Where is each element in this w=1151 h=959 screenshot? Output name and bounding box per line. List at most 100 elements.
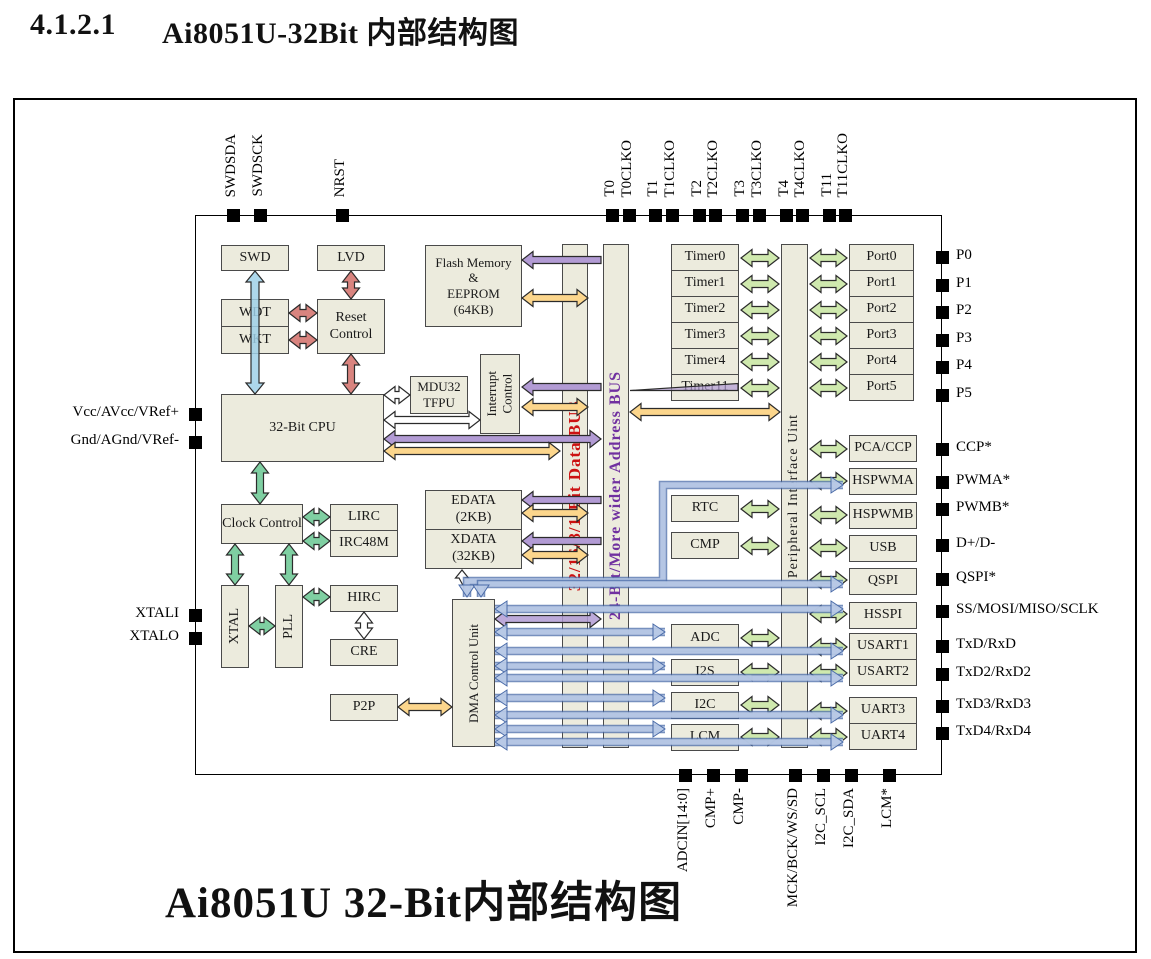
pin-t1 bbox=[648, 208, 662, 222]
pin-swdsck bbox=[253, 208, 267, 222]
pin-t4-label: T4 bbox=[776, 180, 792, 197]
pin-mck-bck-ws-sd-label: MCK/BCK/WS/SD bbox=[785, 788, 801, 908]
block-wkt: WKT bbox=[221, 326, 289, 354]
pin-t1clko bbox=[665, 208, 679, 222]
block-xtal-label: XTAL bbox=[226, 608, 242, 645]
pin-t2 bbox=[692, 208, 706, 222]
pin-qspi bbox=[935, 572, 949, 586]
pin-gnd-agnd-vref-label: Gnd/AGnd/VRef- bbox=[70, 432, 179, 448]
block-lvd: LVD bbox=[317, 245, 385, 271]
pin-ccp bbox=[935, 442, 949, 456]
pin-pwmb bbox=[935, 502, 949, 516]
pin-d-d-label: D+/D- bbox=[956, 535, 996, 551]
pin-nrst bbox=[335, 208, 349, 222]
block-lirc: LIRC bbox=[330, 504, 398, 531]
pin-cmp bbox=[734, 768, 748, 782]
pin-d-d bbox=[935, 538, 949, 552]
pin-p3 bbox=[935, 333, 949, 347]
block-timer1: Timer1 bbox=[671, 270, 739, 297]
block-mdu32-tfpu: MDU32 TFPU bbox=[410, 376, 468, 414]
pin-pwma bbox=[935, 475, 949, 489]
pin-i2c-scl-label: I2C_SCL bbox=[813, 788, 829, 846]
peripheral-interface-bar: Peripheral Interface Uint bbox=[781, 244, 808, 748]
block-port3: Port3 bbox=[849, 322, 914, 349]
section-number: 4.1.2.1 bbox=[30, 8, 116, 41]
block-timer11: Timer11 bbox=[671, 374, 739, 401]
data-bus-bar: 32/16/8/1-Bit Data BUS bbox=[562, 244, 588, 748]
pin-t0 bbox=[605, 208, 619, 222]
pin-vcc-avcc-vref-label: Vcc/AVcc/VRef+ bbox=[72, 404, 179, 420]
block-timer2: Timer2 bbox=[671, 296, 739, 323]
block-pll: PLL bbox=[275, 585, 303, 668]
chip-boundary bbox=[195, 215, 942, 775]
pin-p4 bbox=[935, 360, 949, 374]
pin-p5 bbox=[935, 388, 949, 402]
pin-t11 bbox=[822, 208, 836, 222]
pin-mck-bck-ws-sd bbox=[788, 768, 802, 782]
block-uart4: UART4 bbox=[849, 723, 917, 750]
pin-xtalo bbox=[188, 631, 202, 645]
block-timer3: Timer3 bbox=[671, 322, 739, 349]
pin-txd-rxd bbox=[935, 639, 949, 653]
pin-t4clko bbox=[795, 208, 809, 222]
block-port2: Port2 bbox=[849, 296, 914, 323]
block-port4: Port4 bbox=[849, 348, 914, 375]
block-reset-control: Reset Control bbox=[317, 299, 385, 354]
block-hspwma: HSPWMA bbox=[849, 468, 917, 495]
pin-t11clko bbox=[838, 208, 852, 222]
block-port0: Port0 bbox=[849, 244, 914, 271]
block-xdata: XDATA (32KB) bbox=[425, 529, 522, 569]
address-bus-label: 24-Bit/More wider Address BUS bbox=[607, 371, 625, 621]
block-timer0: Timer0 bbox=[671, 244, 739, 271]
pin-xtali-label: XTALI bbox=[135, 605, 179, 621]
pin-nrst-label: NRST bbox=[332, 158, 348, 197]
pin-t2-label: T2 bbox=[689, 180, 705, 197]
pin-gnd-agnd-vref bbox=[188, 435, 202, 449]
pin-cmp-label: CMP+ bbox=[703, 788, 719, 829]
pin-qspi-label: QSPI* bbox=[956, 569, 997, 585]
block-cmp: CMP bbox=[671, 532, 739, 559]
block-usart2: USART2 bbox=[849, 659, 917, 686]
block-port1: Port1 bbox=[849, 270, 914, 297]
block-pll-label: PLL bbox=[280, 614, 296, 639]
pin-p4-label: P4 bbox=[956, 357, 972, 373]
block-hspwmb: HSPWMB bbox=[849, 502, 917, 529]
pin-p2-label: P2 bbox=[956, 302, 972, 318]
pin-swdsda-label: SWDSDA bbox=[223, 133, 239, 197]
pin-t0-label: T0 bbox=[602, 180, 618, 197]
pin-txd4-rxd4-label: TxD4/RxD4 bbox=[956, 723, 1031, 739]
block-swd: SWD bbox=[221, 245, 289, 271]
block-usb: USB bbox=[849, 535, 917, 562]
pin-txd3-rxd3-label: TxD3/RxD3 bbox=[956, 696, 1031, 712]
pin-txd3-rxd3 bbox=[935, 699, 949, 713]
pin-txd2-rxd2 bbox=[935, 667, 949, 681]
pin-p1 bbox=[935, 278, 949, 292]
pin-t3-label: T3 bbox=[732, 180, 748, 197]
pin-t0clko-label: T0CLKO bbox=[619, 139, 635, 198]
pin-txd4-rxd4 bbox=[935, 726, 949, 740]
block-port5: Port5 bbox=[849, 374, 914, 401]
block-hsspi: HSSPI bbox=[849, 602, 917, 629]
block-adc: ADC bbox=[671, 624, 739, 652]
block-xtal: XTAL bbox=[221, 585, 249, 668]
block-lcm: LCM bbox=[671, 724, 739, 751]
pin-xtali bbox=[188, 608, 202, 622]
pin-p0-label: P0 bbox=[956, 247, 972, 263]
section-heading: 4.1.2.1 Ai8051U-32Bit 内部结构图 bbox=[30, 8, 519, 52]
block-interrupt-control: Interrupt Control bbox=[480, 354, 520, 434]
block-i2c: I2C bbox=[671, 692, 739, 719]
block-timer4: Timer4 bbox=[671, 348, 739, 375]
pin-t4clko-label: T4CLKO bbox=[792, 139, 808, 198]
pin-cmp bbox=[706, 768, 720, 782]
pin-i2c-scl bbox=[816, 768, 830, 782]
pin-p1-label: P1 bbox=[956, 275, 972, 291]
pin-swdsck-label: SWDSCK bbox=[250, 134, 266, 197]
pin-t1-label: T1 bbox=[645, 180, 661, 197]
pin-t11-label: T11 bbox=[819, 173, 835, 197]
block-pca-ccp: PCA/CCP bbox=[849, 435, 917, 462]
block-wdt: WDT bbox=[221, 299, 289, 327]
pin-t3 bbox=[735, 208, 749, 222]
pin-lcm bbox=[882, 768, 896, 782]
pin-txd-rxd-label: TxD/RxD bbox=[956, 636, 1016, 652]
block-edata: EDATA (2KB) bbox=[425, 490, 522, 530]
